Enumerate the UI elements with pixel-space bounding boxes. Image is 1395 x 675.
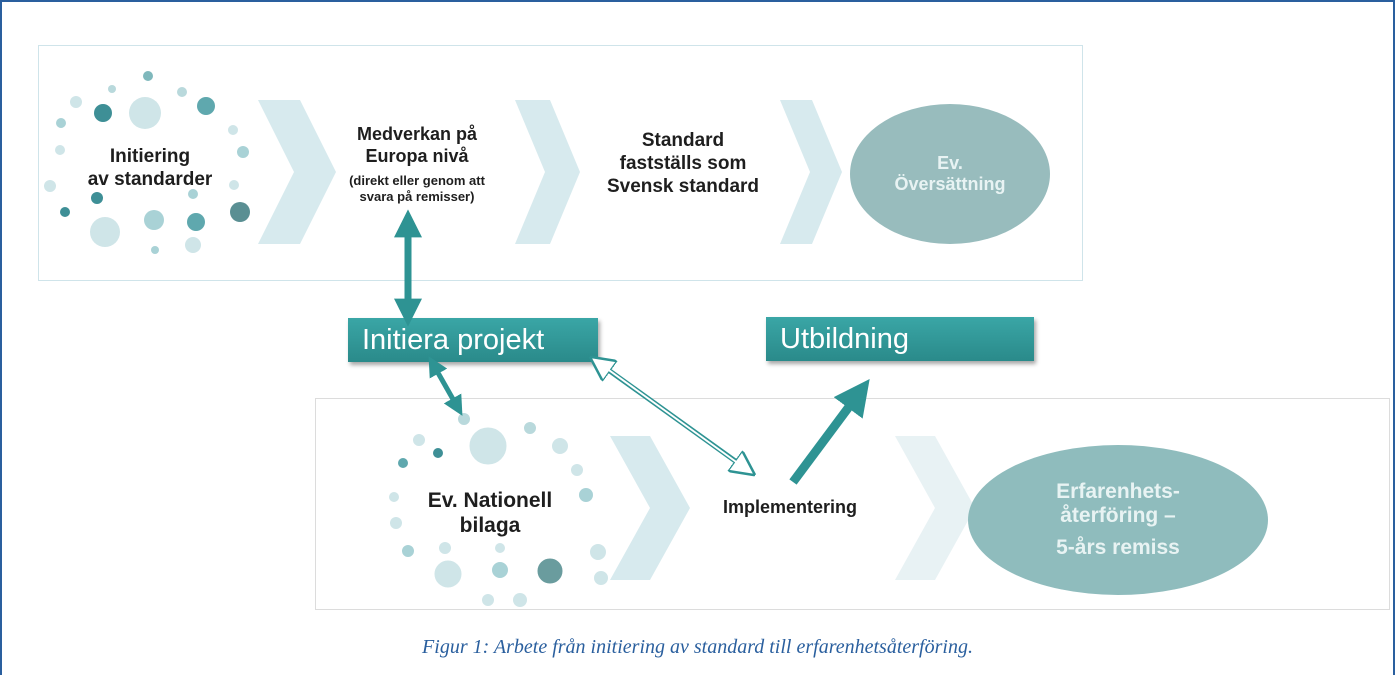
step-nationell-line2: bilaga xyxy=(459,514,521,538)
step-initiering-line2: av standarder xyxy=(87,168,213,190)
dot-cluster-bottom xyxy=(389,411,610,607)
oval-oversattning: Ev. Översättning xyxy=(850,104,1050,244)
oval-oversattning-line2: Översättning xyxy=(894,174,1006,194)
step-implementering-label: Implementering xyxy=(722,497,858,517)
chevron-2-bottom xyxy=(895,436,975,580)
step-standard-label: Standard fastställs som Svensk standard xyxy=(585,130,781,198)
step-standard-line1: Standard xyxy=(641,130,725,151)
step-initiering-label: Initiering av standarder xyxy=(80,146,220,192)
arrow-implementering-utbildning xyxy=(789,379,870,485)
step-medverkan-note-line1: (direkt eller genom att xyxy=(349,173,485,189)
step-medverkan-note-line2: svara på remisser) xyxy=(359,188,475,204)
arrow-initiera-implementering-inner xyxy=(605,367,740,465)
step-nationell-line1: Ev. Nationell xyxy=(427,489,553,512)
oval-erfarenhets-line1: Erfarenhets- xyxy=(1056,479,1180,503)
chevron-3-top xyxy=(780,100,842,244)
chevron-2-top xyxy=(515,100,580,244)
oval-erfarenhets-line2: återföring – xyxy=(1060,503,1176,527)
step-standard-line3: Svensk standard xyxy=(606,175,760,197)
step-medverkan-label: Medverkan på Europa nivå (direkt eller g… xyxy=(322,124,512,204)
initiera-projekt-box: Initiera projekt xyxy=(348,318,598,362)
oval-erfarenhets-line3: 5-års remiss xyxy=(1056,536,1180,560)
arrow-initiera-bilaga xyxy=(428,356,463,416)
oval-oversattning-line1: Ev. xyxy=(937,153,963,173)
dot-cluster-top xyxy=(44,71,250,254)
step-medverkan-line2: Europa nivå xyxy=(365,145,469,166)
oval-erfarenhetsaterforing: Erfarenhets- återföring – 5-års remiss xyxy=(968,445,1268,595)
step-medverkan-note: (direkt eller genom att svara på remisse… xyxy=(322,173,512,204)
step-medverkan-line1: Medverkan på xyxy=(356,124,478,144)
figure-caption: Figur 1: Arbete från initiering av stand… xyxy=(422,636,973,658)
step-initiering-line1: Initiering xyxy=(109,146,191,167)
step-nationell-bilaga-label: Ev. Nationell bilaga xyxy=(400,488,580,538)
utbildning-box: Utbildning xyxy=(766,317,1034,361)
chevron-1-top xyxy=(258,100,336,244)
step-standard-line2: fastställs som xyxy=(619,152,747,174)
